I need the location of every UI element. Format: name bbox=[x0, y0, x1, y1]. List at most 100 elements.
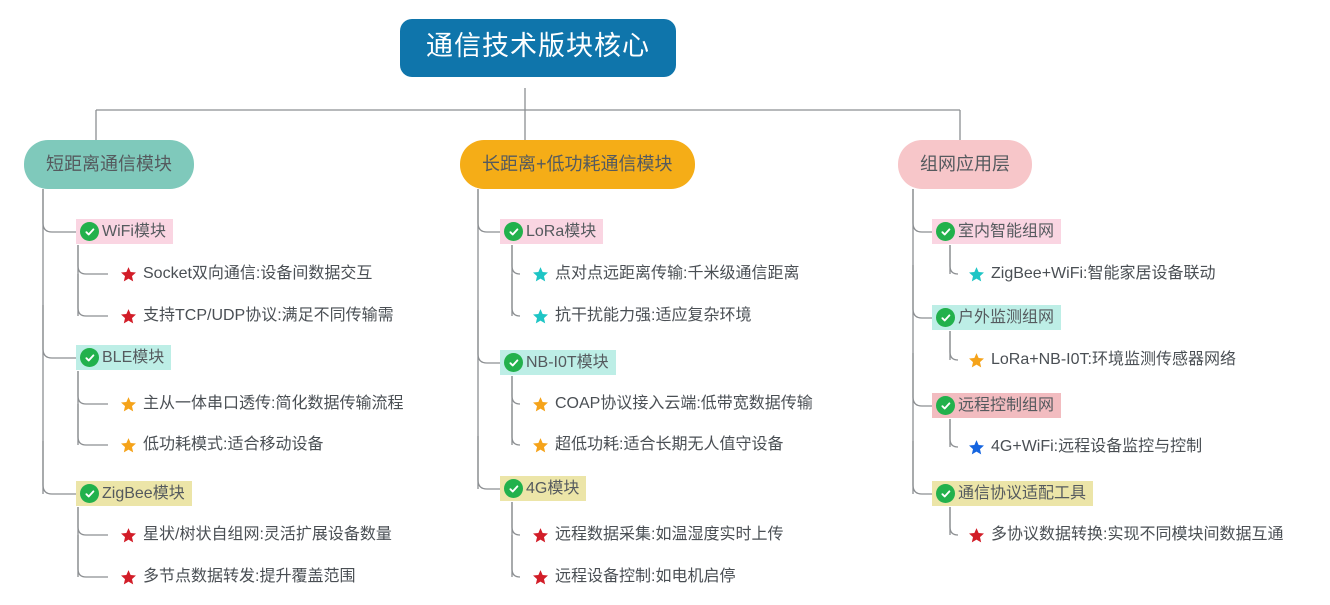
leaf-label: 抗干扰能力强:适应复杂环境 bbox=[555, 307, 752, 324]
check-circle-icon bbox=[936, 308, 955, 327]
branch-node-1[interactable]: 短距离通信模块 bbox=[24, 140, 194, 189]
connector-elbow bbox=[477, 189, 500, 233]
leaf-label: 远程数据采集:如温湿度实时上传 bbox=[555, 526, 784, 543]
leaf-node[interactable]: 低功耗模式:适合移动设备 bbox=[120, 434, 323, 456]
connector-elbow bbox=[77, 245, 108, 275]
leaf-label: 点对点远距离传输:千米级通信距离 bbox=[555, 265, 800, 282]
check-circle-icon bbox=[504, 222, 523, 241]
topic-label: 4G模块 bbox=[526, 479, 580, 497]
star-icon bbox=[969, 527, 984, 542]
star-icon bbox=[121, 266, 136, 281]
check-circle-icon bbox=[80, 484, 99, 503]
star-icon bbox=[533, 396, 548, 411]
connector-elbow bbox=[912, 441, 932, 495]
leaf-node[interactable]: 多节点数据转发:提升覆盖范围 bbox=[120, 566, 355, 588]
root-node[interactable]: 通信技术版块核心 bbox=[400, 19, 676, 77]
star-icon bbox=[533, 266, 548, 281]
leaf-label: 多协议数据转换:实现不同模块间数据互通 bbox=[991, 526, 1284, 543]
leaf-node[interactable]: 超低功耗:适合长期无人值守设备 bbox=[532, 434, 783, 456]
topic-label: 远程控制组网 bbox=[958, 396, 1055, 414]
leaf-label: Socket双向通信:设备间数据交互 bbox=[143, 265, 373, 282]
leaf-label: 远程设备控制:如电机启停 bbox=[555, 568, 736, 585]
connector-elbow bbox=[949, 507, 959, 536]
check-circle-icon bbox=[504, 479, 523, 498]
topic-node[interactable]: WiFi模块 bbox=[76, 219, 173, 244]
leaf-label: ZigBee+WiFi:智能家居设备联动 bbox=[991, 265, 1216, 282]
leaf-label: 支持TCP/UDP协议:满足不同传输需 bbox=[143, 307, 394, 324]
leaf-node[interactable]: 主从一体串口透传:简化数据传输流程 bbox=[120, 393, 403, 415]
star-icon bbox=[533, 308, 548, 323]
topic-node[interactable]: LoRa模块 bbox=[500, 219, 604, 244]
connector-elbow bbox=[949, 245, 959, 275]
leaf-node[interactable]: Socket双向通信:设备间数据交互 bbox=[120, 263, 372, 285]
connector-elbow bbox=[77, 535, 108, 578]
topic-node[interactable]: 室内智能组网 bbox=[932, 219, 1062, 244]
connector-elbow bbox=[511, 274, 521, 317]
star-icon bbox=[969, 266, 984, 281]
star-icon bbox=[121, 308, 136, 323]
connector-elbow bbox=[912, 353, 932, 407]
branch-node-3[interactable]: 组网应用层 bbox=[898, 140, 1032, 189]
connector-elbow bbox=[77, 371, 108, 405]
leaf-node[interactable]: ZigBee+WiFi:智能家居设备联动 bbox=[968, 263, 1215, 285]
connector-elbow bbox=[77, 404, 108, 446]
leaf-label: 4G+WiFi:远程设备监控与控制 bbox=[991, 438, 1203, 455]
connector-elbow bbox=[42, 189, 76, 233]
topic-node[interactable]: 远程控制组网 bbox=[932, 393, 1062, 418]
leaf-node[interactable]: 远程数据采集:如温湿度实时上传 bbox=[532, 524, 783, 546]
star-icon bbox=[121, 569, 136, 584]
star-icon bbox=[969, 439, 984, 454]
leaf-node[interactable]: 抗干扰能力强:适应复杂环境 bbox=[532, 305, 751, 327]
connector-elbow bbox=[77, 507, 108, 536]
connector-elbow bbox=[511, 404, 521, 446]
star-icon bbox=[533, 527, 548, 542]
leaf-node[interactable]: 多协议数据转换:实现不同模块间数据互通 bbox=[968, 524, 1283, 546]
leaf-node[interactable]: 点对点远距离传输:千米级通信距离 bbox=[532, 263, 799, 285]
topic-node[interactable]: ZigBee模块 bbox=[76, 481, 192, 506]
topic-label: 室内智能组网 bbox=[958, 222, 1055, 240]
topic-node[interactable]: 4G模块 bbox=[500, 476, 587, 501]
connector-elbow bbox=[949, 419, 959, 448]
connector-elbow bbox=[511, 376, 521, 405]
topic-label: WiFi模块 bbox=[102, 222, 166, 240]
leaf-node[interactable]: 4G+WiFi:远程设备监控与控制 bbox=[968, 436, 1202, 458]
connector-elbow bbox=[511, 535, 521, 578]
leaf-label: LoRa+NB-I0T:环境监测传感器网络 bbox=[991, 351, 1236, 368]
topic-node[interactable]: NB-I0T模块 bbox=[500, 350, 616, 375]
star-icon bbox=[121, 437, 136, 452]
check-circle-icon bbox=[80, 222, 99, 241]
connector-elbow bbox=[42, 441, 76, 495]
connector-elbow bbox=[477, 310, 500, 364]
leaf-node[interactable]: 远程设备控制:如电机启停 bbox=[532, 566, 735, 588]
branch-node-2[interactable]: 长距离+低功耗通信模块 bbox=[460, 140, 695, 189]
topic-label: LoRa模块 bbox=[526, 222, 597, 240]
check-circle-icon bbox=[936, 222, 955, 241]
topic-node[interactable]: BLE模块 bbox=[76, 345, 172, 370]
leaf-node[interactable]: 星状/树状自组网:灵活扩展设备数量 bbox=[120, 524, 392, 546]
leaf-node[interactable]: COAP协议接入云端:低带宽数据传输 bbox=[532, 393, 813, 415]
topic-node[interactable]: 通信协议适配工具 bbox=[932, 481, 1094, 506]
check-circle-icon bbox=[936, 396, 955, 415]
leaf-node[interactable]: 支持TCP/UDP协议:满足不同传输需 bbox=[120, 305, 394, 327]
star-icon bbox=[121, 396, 136, 411]
star-icon bbox=[533, 569, 548, 584]
topic-node[interactable]: 户外监测组网 bbox=[932, 305, 1062, 330]
connector-elbow bbox=[477, 436, 500, 490]
leaf-label: 低功耗模式:适合移动设备 bbox=[143, 436, 324, 453]
check-circle-icon bbox=[936, 484, 955, 503]
star-icon bbox=[969, 352, 984, 367]
leaf-label: COAP协议接入云端:低带宽数据传输 bbox=[555, 395, 813, 412]
connector-elbow bbox=[77, 274, 108, 317]
connector-elbow bbox=[511, 245, 521, 275]
connector-elbow bbox=[42, 305, 76, 359]
topic-label: BLE模块 bbox=[102, 348, 165, 366]
check-circle-icon bbox=[504, 353, 523, 372]
topic-label: 通信协议适配工具 bbox=[958, 484, 1087, 502]
leaf-node[interactable]: LoRa+NB-I0T:环境监测传感器网络 bbox=[968, 349, 1236, 371]
leaf-label: 多节点数据转发:提升覆盖范围 bbox=[143, 568, 356, 585]
topic-label: NB-I0T模块 bbox=[526, 353, 609, 371]
star-icon bbox=[533, 437, 548, 452]
connector-elbow bbox=[912, 265, 932, 319]
